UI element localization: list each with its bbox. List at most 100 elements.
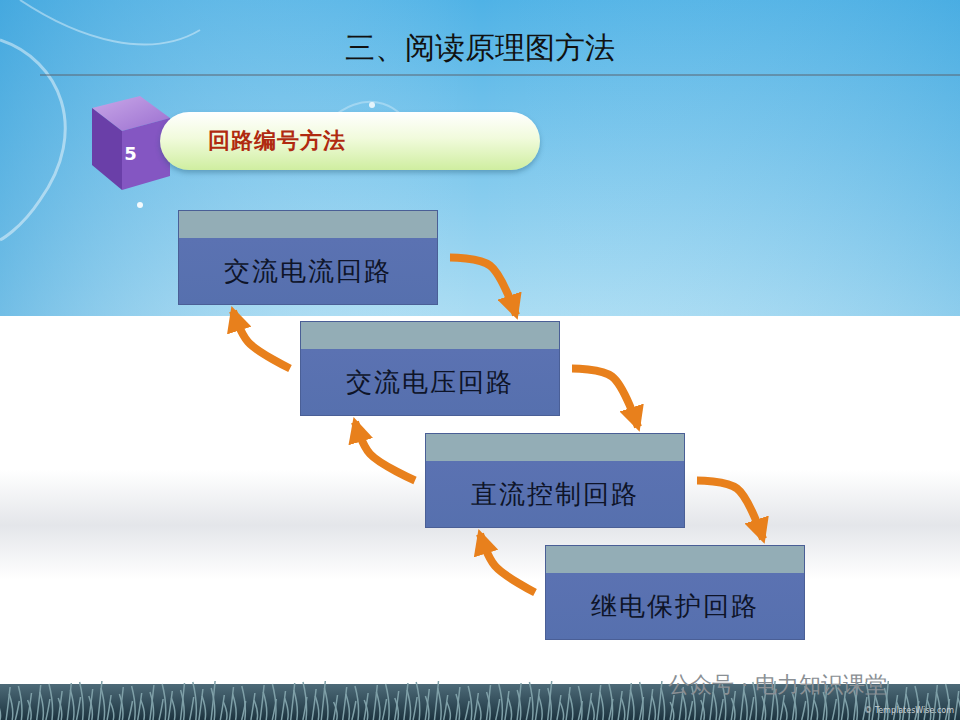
grass-blade: [517, 690, 521, 720]
box-label: 继电保护回路: [591, 589, 759, 624]
grass-blade: [132, 686, 136, 720]
grass-blade: [254, 700, 258, 720]
grass-blade: [334, 695, 338, 720]
grass-blade: [474, 693, 478, 720]
grass-blade: [150, 692, 154, 720]
grass-blade: [560, 702, 564, 720]
grass-blade: [190, 697, 194, 720]
grass-blade: [487, 685, 491, 720]
grass-blade: [456, 687, 460, 720]
watermark: 公众号 · 电力知识课堂: [668, 670, 887, 700]
grass-blade: [793, 694, 797, 720]
grass-blade: [230, 687, 234, 720]
grass-blade: [89, 689, 93, 720]
grass-blade: [597, 685, 601, 720]
grass-blade: [40, 692, 44, 720]
grass-blade: [404, 683, 408, 720]
grass-blade: [780, 695, 784, 720]
grass-blade: [670, 695, 674, 720]
grass-blade: [395, 698, 399, 720]
grass-blade: [444, 695, 448, 720]
grass-blade: [376, 692, 380, 720]
step-number: 5: [124, 143, 138, 164]
grass-blade: [129, 701, 133, 720]
grass-blade: [9, 694, 13, 720]
grass-blade: [37, 685, 41, 720]
grass-blade: [77, 697, 81, 720]
section-heading: 回路编号方法: [208, 126, 346, 156]
grass-blade: [814, 700, 818, 720]
grass-blade: [15, 701, 19, 720]
grass-blade: [321, 681, 325, 720]
grass-blade: [181, 690, 185, 720]
grass-blade: [18, 686, 22, 720]
grass-blade: [162, 684, 166, 720]
grass-blade: [600, 692, 604, 720]
grass-blade: [811, 693, 815, 720]
grass-blade: [658, 681, 662, 720]
grass-blade: [536, 689, 540, 720]
grass-blade: [548, 681, 552, 720]
grass-blade: [630, 690, 634, 720]
grass-blade: [346, 694, 350, 720]
grass-blade: [386, 684, 390, 720]
grass-blade: [260, 685, 264, 720]
grass-blade: [456, 694, 460, 720]
grass-blade: [682, 694, 686, 720]
grass-blade: [783, 702, 787, 720]
grass-blade: [413, 697, 417, 720]
grass-blade: [171, 698, 175, 720]
grass-blade: [6, 687, 10, 720]
grass-blade: [46, 699, 50, 720]
grass-blade: [89, 696, 93, 720]
grass-blade: [557, 695, 561, 720]
grass-blade: [955, 691, 959, 720]
grass-blade: [285, 698, 289, 720]
grass-blade: [689, 701, 693, 720]
grass-blade: [517, 683, 521, 720]
grass-blade: [903, 687, 907, 720]
grass-blade: [58, 698, 62, 720]
grass-blade: [383, 699, 387, 720]
grass-blade: [58, 691, 62, 720]
grass-blade: [832, 699, 836, 720]
grass-blade: [447, 702, 451, 720]
grass-blade: [373, 685, 377, 720]
grass-blade: [569, 694, 573, 720]
grass-blade: [508, 698, 512, 720]
grass-blade: [750, 697, 754, 720]
grass-blade: [119, 694, 123, 720]
grass-blade: [324, 688, 328, 720]
grass-blade: [199, 689, 203, 720]
copyright-note: © TemplatesWise.com: [864, 706, 954, 715]
grass-blade: [395, 691, 399, 720]
grass-blade: [640, 682, 644, 720]
grass-blade: [719, 699, 723, 720]
grass-blade: [223, 702, 227, 720]
grass-blade: [578, 686, 582, 720]
process-box: 继电保护回路: [545, 545, 805, 640]
grass-blade: [251, 693, 255, 720]
grass-blade: [505, 691, 509, 720]
grass-blade: [220, 695, 224, 720]
grass-blade: [609, 684, 613, 720]
grass-blade: [181, 683, 185, 720]
grass-blade: [364, 700, 368, 720]
grass-blade: [661, 688, 665, 720]
flow-arrow: [480, 534, 535, 593]
grass-blade: [477, 700, 481, 720]
grass-blade: [49, 684, 53, 720]
slide-title: 三、阅读原理图方法: [0, 28, 960, 69]
grass-blade: [566, 687, 570, 720]
grass-blade: [312, 689, 316, 720]
grass-blade: [138, 693, 142, 720]
grass-blade: [70, 690, 74, 720]
box-label: 直流控制回路: [471, 477, 639, 512]
grass-blade: [343, 687, 347, 720]
grass-blade: [731, 698, 735, 720]
grass-blade: [352, 701, 356, 720]
grass-blade: [539, 696, 543, 720]
grass-blade: [548, 688, 552, 720]
grass-blade: [526, 697, 530, 720]
process-box: 直流控制回路: [425, 433, 685, 528]
